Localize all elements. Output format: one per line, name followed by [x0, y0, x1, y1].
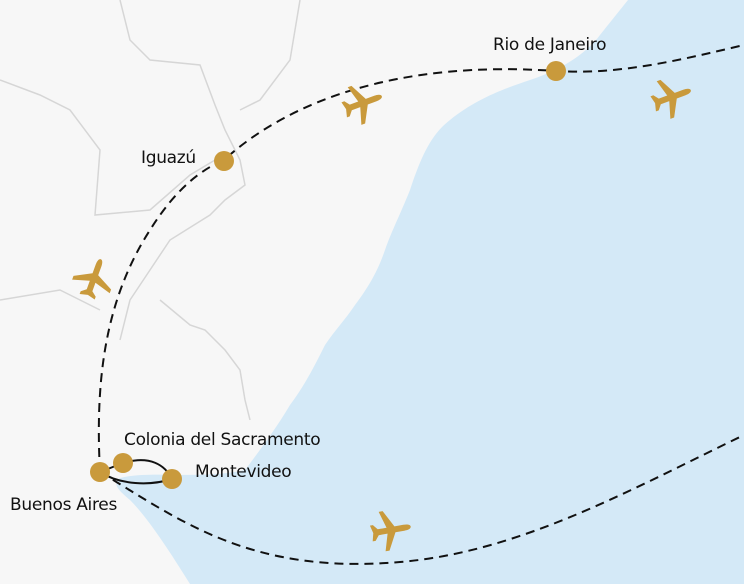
- city-label-montevideo: Montevideo: [195, 462, 292, 482]
- route-buenos-aires-iguazu-rio: [97, 44, 744, 473]
- city-label-buenos-aires: Buenos Aires: [10, 495, 118, 515]
- city-markers: [90, 61, 566, 489]
- sea: [116, 0, 744, 584]
- marker-rio-de-janeiro[interactable]: [546, 61, 566, 81]
- country-borders: [0, 0, 301, 421]
- city-label-rio-de-janeiro: Rio de Janeiro: [493, 35, 607, 55]
- route-buenos-aires-atlantic: [99, 434, 744, 565]
- city-label-colonia: Colonia del Sacramento: [124, 430, 321, 450]
- marker-buenos-aires[interactable]: [90, 462, 110, 482]
- marker-colonia[interactable]: [113, 453, 133, 473]
- city-label-iguazu: Iguazú: [141, 148, 196, 168]
- marker-montevideo[interactable]: [162, 469, 182, 489]
- marker-iguazu[interactable]: [214, 151, 234, 171]
